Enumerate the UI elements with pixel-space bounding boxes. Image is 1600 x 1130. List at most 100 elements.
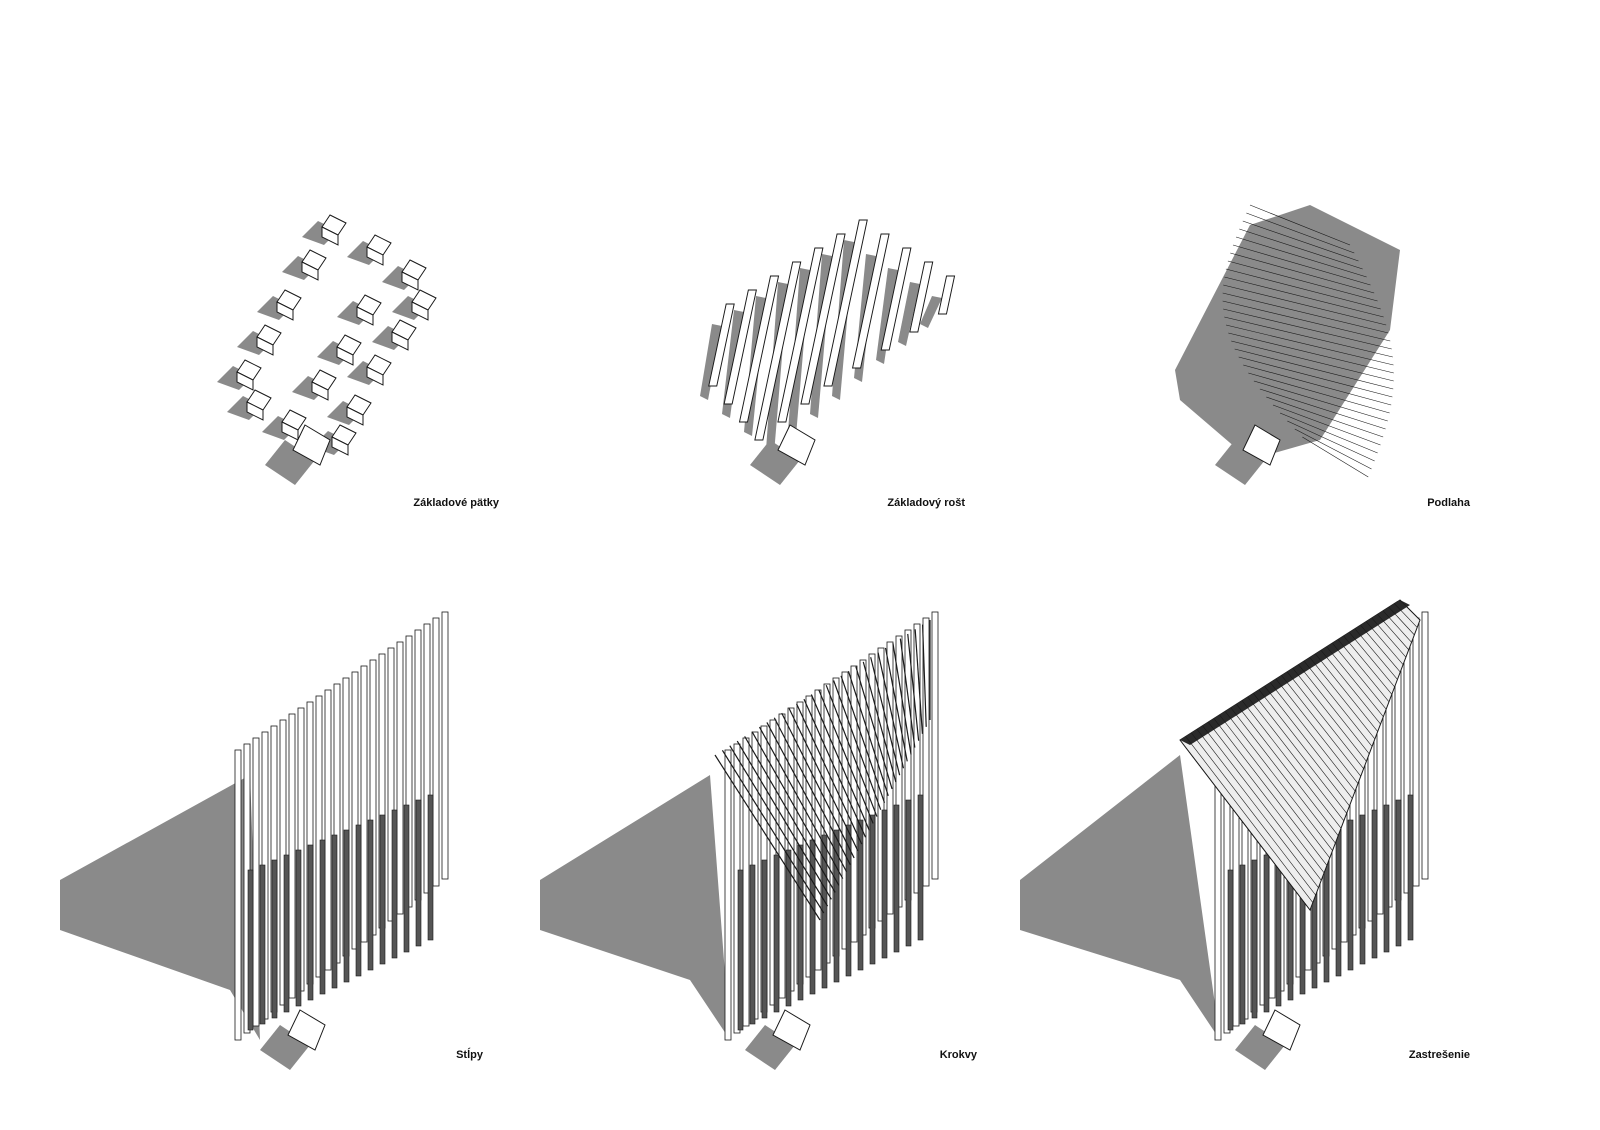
floor-board [1227, 260, 1378, 302]
rafter [751, 731, 840, 886]
floor-board [1249, 204, 1351, 246]
foundation-beam [800, 233, 846, 405]
rafter [833, 680, 882, 810]
rafter [788, 708, 859, 852]
column-back [737, 869, 744, 1031]
floor-board [1279, 412, 1378, 454]
floor-board [1223, 284, 1387, 326]
roof-board [1219, 714, 1330, 859]
label-roofing: Zastrešenie [1408, 1049, 1470, 1061]
footing-side [366, 246, 384, 266]
roof-board [1213, 718, 1328, 866]
floor-board [1232, 244, 1371, 286]
footing-side [366, 366, 384, 386]
column-back [307, 844, 314, 1001]
floor-board [1239, 228, 1363, 270]
panel-rafters [490, 560, 1010, 1080]
column [252, 737, 260, 1027]
column-back [391, 809, 398, 959]
floor-board [1223, 308, 1392, 350]
column [324, 689, 332, 971]
foundation-beam [851, 233, 890, 369]
column-back [1383, 804, 1390, 953]
column-back [1239, 864, 1246, 1025]
rafter [884, 647, 908, 762]
column-back [809, 839, 816, 995]
column-back [259, 864, 266, 1025]
foundation-beam [754, 261, 802, 441]
footing-side [301, 261, 319, 281]
panel-roofing [980, 560, 1500, 1080]
column [1214, 749, 1222, 1041]
rafter [921, 624, 927, 727]
column-back [367, 819, 374, 971]
footing-side [236, 371, 254, 391]
roof-board [1349, 632, 1395, 688]
roof-board [1230, 707, 1336, 844]
column-back [355, 824, 362, 977]
floor-board [1231, 340, 1394, 382]
roof-board [1388, 606, 1415, 636]
label-foundation-grid: Základový rošt [887, 497, 965, 509]
rafter [840, 675, 886, 803]
roof-board [1354, 628, 1398, 680]
roof-board [1377, 614, 1409, 650]
column-back [833, 829, 840, 983]
roof-board [1281, 675, 1362, 777]
footing-side [246, 401, 264, 421]
rafter [855, 666, 893, 790]
roof-board [1275, 678, 1359, 784]
column [396, 641, 404, 915]
roof-board [1264, 685, 1353, 799]
column-back [857, 819, 864, 971]
column-back [271, 859, 278, 1019]
floor-board [1224, 316, 1393, 358]
rafter [899, 638, 916, 748]
column-back [427, 794, 434, 941]
floor-board [1294, 428, 1372, 470]
column [805, 695, 813, 978]
floor-board [1225, 268, 1381, 310]
floor-board [1222, 292, 1389, 334]
beam-shadow [700, 324, 722, 400]
column [742, 737, 750, 1027]
floor-shadow [1175, 205, 1400, 460]
column [360, 665, 368, 943]
footings-drawing [217, 214, 437, 485]
rafter [714, 754, 821, 921]
foundation-beam [723, 289, 757, 405]
rafter [870, 657, 901, 776]
column-back [295, 849, 302, 1007]
entrance-shadow [1215, 440, 1265, 485]
floor-board [1302, 436, 1369, 478]
entrance-shadow [745, 1025, 795, 1070]
roof-board [1371, 617, 1407, 658]
roof-board [1298, 664, 1370, 755]
roof-board [1399, 599, 1421, 621]
column-back [785, 849, 792, 1007]
column-back [319, 839, 326, 995]
floor-board [1248, 372, 1390, 414]
rafter [907, 633, 920, 741]
foundation-beam [880, 247, 912, 351]
entrance-shadow [265, 440, 315, 485]
column-back [343, 829, 350, 983]
column [931, 611, 939, 880]
rafter [803, 698, 867, 838]
rafter [818, 689, 874, 824]
column [814, 689, 822, 971]
column-back [1359, 814, 1366, 965]
column-back [283, 854, 290, 1013]
column [351, 671, 359, 950]
roof-board [1337, 639, 1390, 702]
rafter [721, 750, 825, 914]
roof-board [1326, 646, 1384, 717]
footing-side [321, 226, 339, 246]
roof-board [1332, 642, 1387, 710]
foundation-beam [909, 261, 934, 333]
label-columns: Stĺpy [456, 1049, 483, 1061]
floor-board [1242, 220, 1359, 262]
roof-board [1303, 660, 1373, 747]
floor-board [1246, 212, 1355, 254]
roof-board [1382, 610, 1412, 643]
